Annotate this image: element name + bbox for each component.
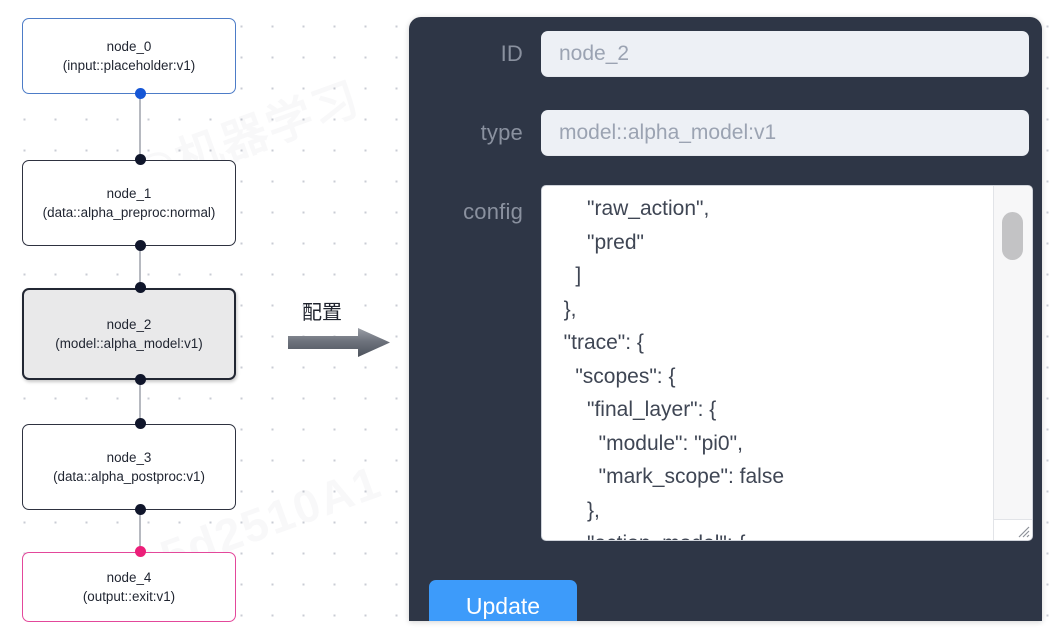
node_1-output-port[interactable] (134, 240, 146, 251)
node-id-label: node_3 (106, 450, 152, 465)
edge-node3-node4 (138, 510, 142, 552)
type-input[interactable]: model::alpha_model:v1 (541, 110, 1029, 156)
node-type-label: (input::placeholder:v1) (62, 58, 196, 73)
configure-arrow-group: 配置 (288, 296, 396, 362)
resize-handle-icon[interactable] (993, 519, 1032, 540)
node_2-input-port[interactable] (134, 282, 146, 293)
graph-node-node_1[interactable]: node_1 (data::alpha_preproc:normal) (22, 160, 236, 246)
graph-node-node_4[interactable]: node_4 (output::exit:v1) (22, 552, 236, 622)
node_2-output-port[interactable] (134, 374, 146, 385)
node-id-label: node_0 (106, 39, 152, 54)
node-id-label: node_4 (106, 570, 152, 585)
config-field-row: config "raw_action", "pred" ] }, "trace"… (429, 185, 1033, 541)
id-input[interactable]: node_2 (541, 31, 1029, 77)
graph-node-node_0[interactable]: node_0 (input::placeholder:v1) (22, 18, 236, 94)
node-graph[interactable]: node_0 (input::placeholder:v1) node_1 (d… (0, 0, 280, 643)
node_3-input-port[interactable] (134, 418, 146, 429)
right-arrow-icon (288, 328, 390, 357)
edge-node2-node3 (138, 380, 142, 424)
node_0-output-port[interactable] (134, 88, 146, 99)
graph-node-node_2[interactable]: node_2 (model::alpha_model:v1) (22, 288, 236, 380)
id-field-row: ID node_2 (429, 31, 1029, 77)
graph-node-node_3[interactable]: node_3 (data::alpha_postproc:v1) (22, 424, 236, 510)
node-property-panel[interactable]: ID node_2 type model::alpha_model:v1 con… (409, 17, 1042, 621)
edge-node0-node1 (138, 94, 142, 160)
edge-node1-node2 (138, 246, 142, 288)
update-button[interactable]: Update (429, 580, 577, 621)
id-label: ID (500, 41, 523, 66)
node_4-input-port[interactable] (134, 546, 146, 557)
type-field-row: type model::alpha_model:v1 (429, 110, 1029, 156)
config-scrollbar[interactable] (993, 186, 1032, 522)
node_3-output-port[interactable] (134, 504, 146, 515)
config-label: config (463, 199, 523, 224)
node-id-label: node_1 (106, 186, 152, 201)
type-label: type (480, 120, 523, 145)
node-type-label: (output::exit:v1) (82, 589, 176, 604)
arrow-label: 配置 (302, 300, 342, 324)
node-id-label: node_2 (106, 317, 152, 332)
config-scrollbar-thumb[interactable] (1002, 212, 1023, 260)
node-type-label: (data::alpha_postproc:v1) (53, 469, 205, 484)
node-type-label: (data::alpha_preproc:normal) (42, 205, 216, 220)
node-type-label: (model::alpha_model:v1) (55, 336, 203, 351)
config-textarea[interactable]: "raw_action", "pred" ] }, "trace": { "sc… (563, 197, 784, 540)
node_1-input-port[interactable] (134, 154, 146, 165)
config-textarea-wrapper[interactable]: "raw_action", "pred" ] }, "trace": { "sc… (541, 185, 1033, 541)
